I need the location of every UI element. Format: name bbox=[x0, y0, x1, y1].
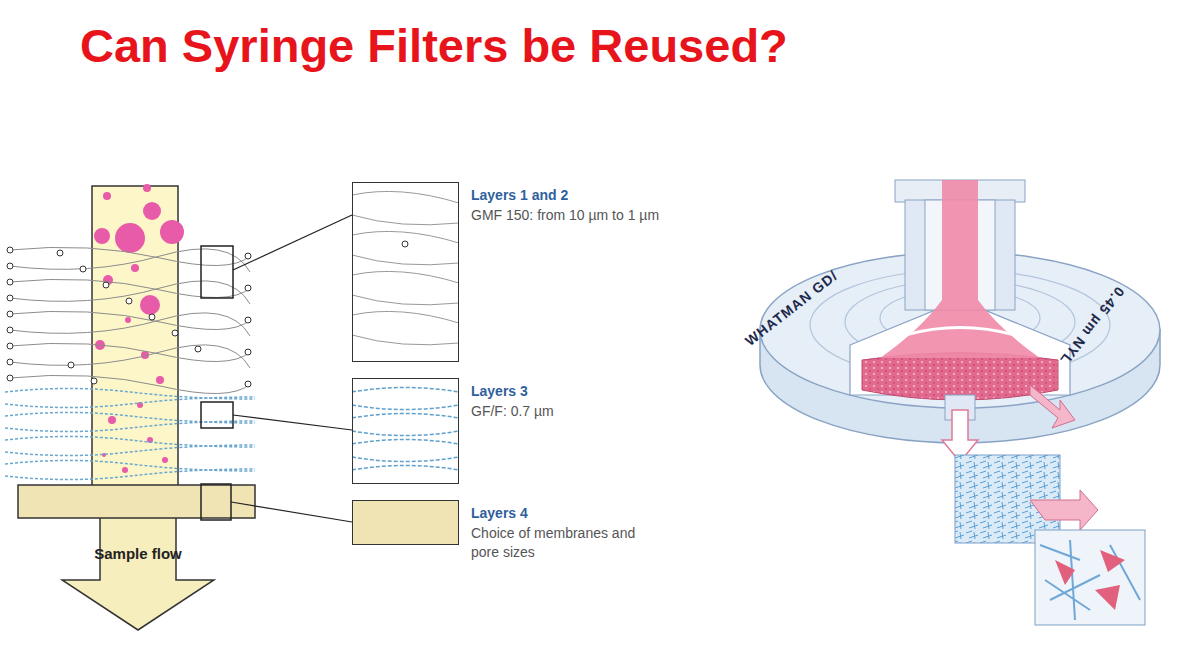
arrow-shape bbox=[60, 518, 216, 632]
layer-description: Choice of membranes and pore sizes bbox=[471, 524, 646, 562]
filter-cross-section bbox=[5, 184, 459, 522]
layer-zoom: Layers 1 and 2 GMF 150: from 10 µm to 1 µ… bbox=[352, 182, 711, 362]
syringe-filter-illustration bbox=[760, 180, 1160, 625]
layer-description: GF/F: 0.7 µm bbox=[471, 402, 671, 421]
layer-zoom: Layers 3 GF/F: 0.7 µm bbox=[352, 378, 671, 484]
layer-text: Layers 3 GF/F: 0.7 µm bbox=[471, 382, 671, 421]
zoom-box bbox=[352, 182, 459, 362]
layer-zoom: Layers 4 Choice of membranes and pore siz… bbox=[352, 500, 646, 566]
flow-label: Sample flow bbox=[90, 544, 186, 563]
zoom-box bbox=[352, 378, 459, 484]
layer-text: Layers 1 and 2 GMF 150: from 10 µm to 1 µ… bbox=[471, 186, 711, 225]
layer-heading: Layers 3 bbox=[471, 382, 671, 400]
page-title: Can Syringe Filters be Reused? bbox=[80, 16, 788, 76]
zoom-box bbox=[352, 500, 459, 545]
flow-arrow: Sample flow bbox=[60, 518, 216, 632]
layer-text: Layers 4 Choice of membranes and pore siz… bbox=[471, 504, 646, 562]
layer-heading: Layers 1 and 2 bbox=[471, 186, 711, 204]
layer-description: GMF 150: from 10 µm to 1 µm bbox=[471, 206, 711, 225]
layer-heading: Layers 4 bbox=[471, 504, 646, 522]
